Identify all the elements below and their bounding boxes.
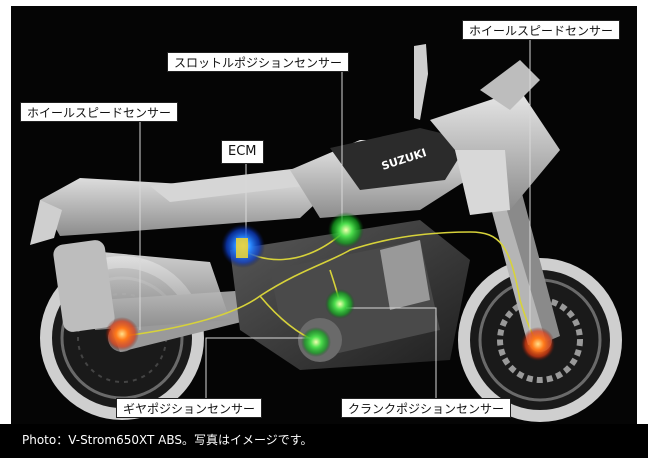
sensor-glows [105, 212, 555, 361]
exhaust-swingarm [53, 240, 290, 352]
label-crank-position-sensor: クランクポジションセンサー [341, 398, 512, 418]
tank-fairing: SUZUKI [290, 44, 560, 218]
caption-strip [0, 424, 648, 458]
label-ecm: ECM [221, 140, 264, 164]
crank-sensor-glow [325, 289, 355, 319]
ecm-unit [236, 238, 248, 258]
gear-sensor-glow [301, 327, 331, 357]
rear-wheel-sensor-glow [105, 317, 139, 351]
photo-caption: Photo：V-Strom650XT ABS。写真はイメージです。 [22, 433, 313, 447]
label-wheel-speed-sensor-front: ホイールスピードセンサー [462, 20, 621, 40]
seat-rear-body [30, 168, 330, 245]
front-wheel-sensor-glow [521, 327, 555, 361]
label-gear-position-sensor: ギヤポジションセンサー [116, 398, 263, 418]
label-wheel-speed-sensor-rear: ホイールスピードセンサー [20, 102, 179, 122]
label-throttle-position-sensor: スロットルポジションセンサー [167, 52, 350, 72]
throttle-sensor-glow [328, 212, 364, 248]
